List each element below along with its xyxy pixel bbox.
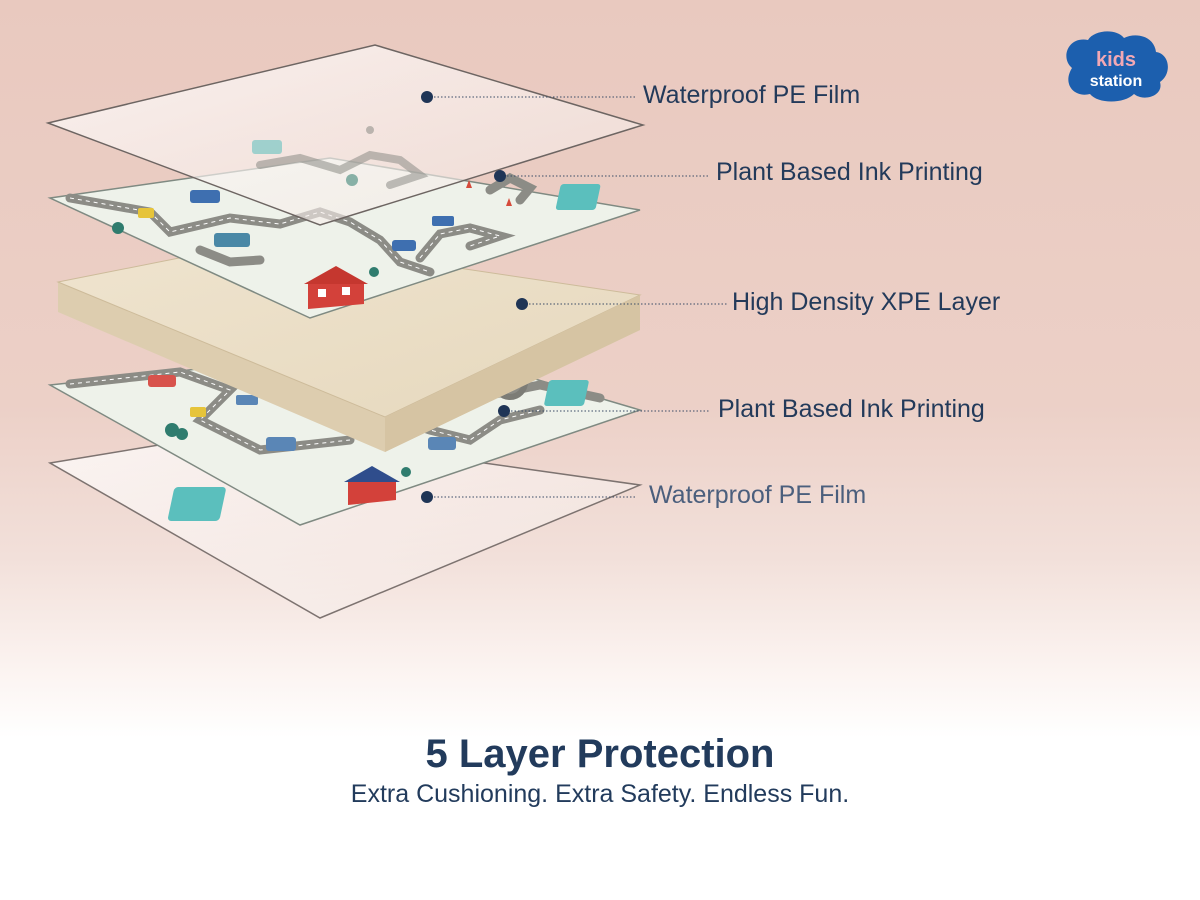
cone-icon <box>466 180 512 206</box>
connector-dots <box>421 91 528 503</box>
court-tile <box>544 380 589 406</box>
court-tile <box>168 487 226 521</box>
connector-dot <box>498 405 510 417</box>
connector-dot <box>421 91 433 103</box>
house-icon <box>344 466 400 505</box>
layer-label-top-film: Waterproof PE Film <box>643 81 861 109</box>
layer-label-xpe-foam: High Density XPE Layer <box>732 288 1001 316</box>
connector-dot <box>421 491 433 503</box>
page-title: 5 Layer Protection <box>425 732 775 776</box>
layer-connectors <box>427 96 728 498</box>
house-icon <box>304 266 368 309</box>
connector-dot <box>516 298 528 310</box>
printed-pattern-preview <box>252 126 429 189</box>
top-film-layer <box>45 44 646 226</box>
page-subtitle: Extra Cushioning. Extra Safety. Endless … <box>350 780 850 808</box>
connector-dot <box>494 170 506 182</box>
layer-label-bottom-film: Waterproof PE Film <box>649 481 867 509</box>
car-icon <box>138 190 454 251</box>
layer-label-lower-ink: Plant Based Ink Printing <box>718 395 985 423</box>
kids-station-logo: kids station <box>1066 31 1168 102</box>
logo-word-station: station <box>1090 73 1142 90</box>
tree-icon <box>165 423 411 477</box>
court-tile <box>555 184 601 210</box>
tree-icon <box>112 222 379 277</box>
car-icon <box>148 375 456 451</box>
layer-label-upper-ink: Plant Based Ink Printing <box>716 158 983 186</box>
logo-word-kids: kids <box>1096 49 1136 71</box>
